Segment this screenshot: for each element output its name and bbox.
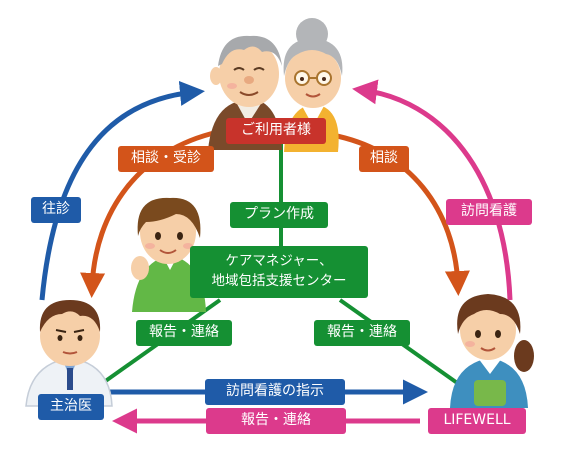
care-manager-line1: ケアマネジャー、 (225, 253, 333, 270)
line-caremanager-to-doctor (88, 298, 222, 394)
label-report-right: 報告・連絡 (314, 320, 410, 346)
label-plan-creation: プラン作成 (230, 202, 328, 228)
doctor-illustration (25, 300, 113, 407)
care-manager-box: ケアマネジャー、 地域包括支援センター (190, 246, 368, 298)
care-manager-line2: 地域包括支援センター (211, 273, 347, 289)
label-consult-receive: 相談・受診 (118, 146, 214, 172)
label-visit-instruction: 訪問看護の指示 (205, 379, 345, 405)
node-user-label: ご利用者様 (226, 118, 326, 144)
node-lifewell-label: LIFEWELL (428, 408, 526, 434)
line-lifewell-to-user (352, 79, 513, 301)
label-report-left: 報告・連絡 (136, 320, 232, 346)
line-user-to-lifewell (331, 132, 470, 296)
line-doctor-to-user (39, 80, 205, 301)
label-report-bottom: 報告・連絡 (206, 408, 346, 434)
label-consult: 相談 (359, 146, 409, 172)
line-user-to-doctor (80, 129, 219, 298)
nurse-illustration (450, 294, 534, 408)
line-caremanager-to-lifewell (338, 298, 472, 394)
node-doctor-label: 主治医 (38, 394, 104, 420)
care-manager-illustration (131, 197, 206, 312)
label-home-visit-doctor: 往診 (31, 197, 81, 223)
label-visit-nursing: 訪問看護 (446, 199, 532, 225)
